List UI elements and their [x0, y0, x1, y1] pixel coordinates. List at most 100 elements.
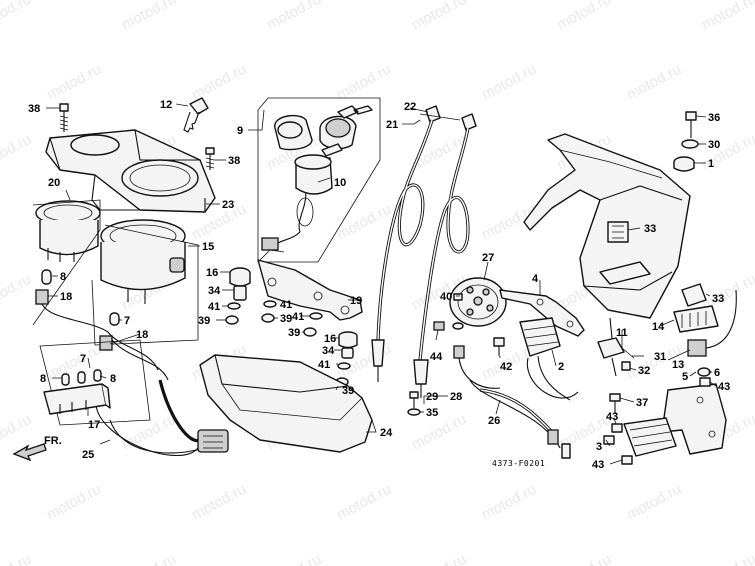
relay-bracket-31 [597, 337, 625, 377]
callout-labels: 38 12 38 9 22 21 36 30 1 20 23 10 15 8 1… [28, 99, 730, 471]
callout-39-left: 39 [198, 315, 210, 327]
callout-13: 13 [672, 359, 684, 371]
callout-40: 40 [440, 291, 452, 303]
ignition-switch-panel [257, 97, 381, 263]
connector-42 [493, 337, 505, 356]
diagram-code: 4373-F0201 [492, 459, 545, 468]
callout-20: 20 [48, 177, 60, 189]
callout-10: 10 [334, 177, 346, 189]
callout-8-panel-left: 8 [40, 373, 46, 385]
callout-41-right: 41 [318, 359, 330, 371]
callout-39-center: 39 [288, 327, 300, 339]
front-direction-marker: FR. [12, 435, 62, 462]
callout-43-upper: 43 [606, 411, 618, 423]
meter-housing-23 [45, 129, 216, 213]
meter-group-bracket [91, 224, 199, 346]
watermark-text-39: motod.ru [409, 411, 469, 454]
watermark-text-6: motod.ru [44, 61, 104, 104]
callout-31: 31 [654, 351, 666, 363]
pulse-generator-27 [449, 277, 507, 327]
watermark-text-49: motod.ru [119, 551, 179, 566]
bolt-29 [409, 391, 419, 408]
callout-1: 1 [708, 158, 714, 170]
screw-3 [603, 435, 615, 445]
rubber-mount-16b [338, 331, 358, 349]
nut-39c [303, 327, 317, 337]
watermark-text-1: motod.ru [119, 0, 179, 34]
callout-15: 15 [202, 241, 214, 253]
washer-35 [407, 408, 421, 416]
callout-8-panel-right: 8 [110, 373, 116, 385]
callout-43-right: 43 [718, 381, 730, 393]
callout-42: 42 [500, 361, 512, 373]
callout-9: 9 [237, 125, 243, 137]
bolt-43-right [699, 377, 711, 387]
callout-33-right: 33 [712, 293, 724, 305]
callout-7-left: 7 [124, 315, 130, 327]
meter-bracket-19 [257, 249, 363, 321]
collar-34a [233, 285, 247, 301]
washer-41d [337, 362, 351, 370]
nut-39a [225, 315, 239, 325]
rubber-mount-16a [229, 267, 251, 287]
callout-23: 23 [222, 199, 234, 211]
callout-41-center: 41 [292, 311, 304, 323]
bracket-4 [499, 289, 585, 337]
callout-8-left: 8 [60, 271, 66, 283]
callout-34-right: 34 [322, 345, 335, 357]
watermark-text-0: motod.ru [0, 0, 34, 34]
bolt-43-lower [621, 455, 633, 465]
watermark-text-2: motod.ru [264, 0, 324, 34]
meter-group-bracket-2 [32, 199, 101, 326]
speedometer-cable-22 [371, 105, 441, 382]
indicator-panel-17 [39, 339, 151, 426]
bolt-38-top [59, 103, 69, 132]
callout-11: 11 [616, 327, 628, 339]
callout-43-lower: 43 [592, 459, 604, 471]
callout-19: 19 [350, 295, 362, 307]
callout-21: 21 [386, 119, 398, 131]
watermark-text-9: motod.ru [479, 61, 539, 104]
connector-13 [687, 289, 737, 357]
watermark-text-4: motod.ru [554, 0, 614, 34]
grommet-1 [673, 156, 695, 172]
callout-22: 22 [404, 101, 416, 113]
watermark-text-51: motod.ru [409, 551, 469, 566]
watermark-text-45: motod.ru [479, 481, 539, 524]
nut-39b [261, 313, 275, 323]
callout-38-mid: 38 [228, 155, 240, 167]
small-meter-20 [35, 200, 101, 262]
washer-41c [309, 312, 323, 320]
bolt-36 [685, 111, 697, 138]
sub-harness-26 [453, 345, 571, 459]
callout-6: 6 [714, 367, 720, 379]
flasher-relay-3 [623, 417, 677, 457]
callout-18-left: 18 [60, 291, 72, 303]
callout-28: 28 [450, 391, 462, 403]
clip-33-right [681, 283, 707, 307]
callout-44: 44 [430, 351, 443, 363]
callout-35: 35 [426, 407, 438, 419]
callout-2: 2 [558, 361, 564, 373]
watermark-text-46: motod.ru [624, 481, 684, 524]
bolt-44 [433, 321, 445, 331]
callout-27: 27 [482, 252, 494, 264]
washer-near-44 [452, 322, 464, 330]
callout-25: 25 [82, 449, 94, 461]
callout-3: 3 [596, 441, 602, 453]
watermark-text-8: motod.ru [334, 61, 394, 104]
bolt-38-mid [205, 147, 215, 170]
watermark-text-37: motod.ru [119, 411, 179, 454]
watermark-text-5: motod.ru [699, 0, 755, 34]
callout-36: 36 [708, 112, 720, 124]
callout-18-right: 18 [136, 329, 148, 341]
callout-32: 32 [638, 365, 650, 377]
callout-30: 30 [708, 139, 720, 151]
callout-16-right: 16 [324, 333, 336, 345]
watermark-text-7: motod.ru [189, 61, 249, 104]
callout-34-left: 34 [208, 285, 221, 297]
meter-harness-25 [95, 331, 229, 457]
callout-12: 12 [160, 99, 172, 111]
